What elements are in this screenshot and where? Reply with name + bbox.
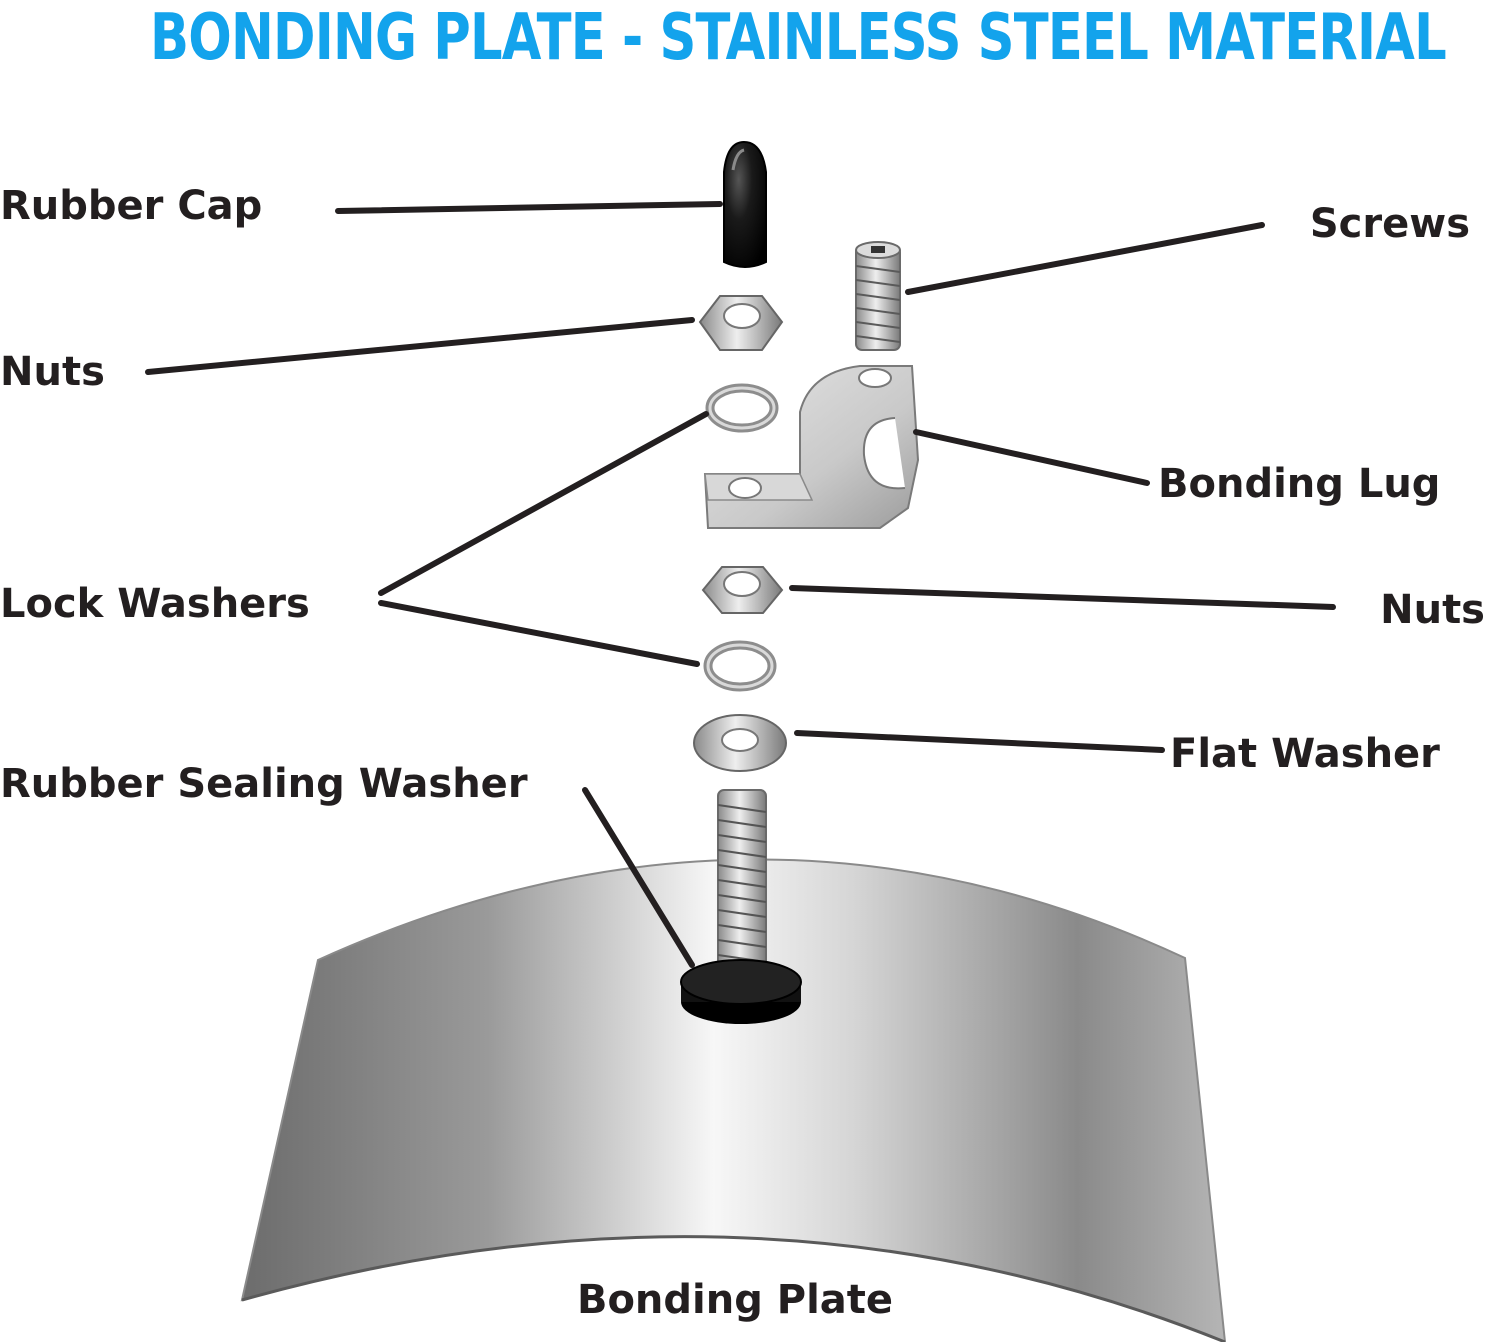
- leader-lock-washer-top: [378, 411, 709, 596]
- page-title: BONDING PLATE - STAINLESS STEEL MATERIAL: [150, 1, 1447, 75]
- threaded-stud: [717, 789, 767, 981]
- label-bonding-lug: Bonding Lug: [1158, 461, 1441, 507]
- label-flat-washer: Flat Washer: [1170, 731, 1440, 777]
- label-rubber-cap: Rubber Cap: [0, 183, 263, 229]
- bonding-lug-shape: [703, 365, 920, 529]
- leader-flat-washer: [794, 730, 1165, 753]
- leader-rubber-sealing-washer: [582, 787, 695, 968]
- label-lock-washers: Lock Washers: [0, 581, 310, 627]
- leader-lines: [145, 201, 1336, 968]
- leader-rubber-cap: [335, 201, 723, 214]
- leader-screws: [905, 222, 1265, 295]
- flat-washer-shape: [693, 714, 787, 772]
- leader-nuts-bottom: [789, 585, 1336, 610]
- rubber-cap-shape: [723, 140, 767, 268]
- bonding-plate-edge: [241, 1235, 1226, 1342]
- nut-top-shape: [698, 295, 784, 351]
- label-nuts-top: Nuts: [0, 349, 105, 395]
- leader-bonding-lug: [913, 429, 1150, 486]
- label-bonding-plate: Bonding Plate: [576, 1277, 894, 1323]
- label-screws: Screws: [1309, 201, 1470, 247]
- lock-washer-bottom-shape: [703, 640, 777, 692]
- label-nuts-bottom: Nuts: [1380, 587, 1485, 633]
- leader-lock-washer-bottom: [378, 600, 700, 667]
- nut-bottom-shape: [701, 566, 784, 614]
- lock-washer-top-shape: [705, 383, 779, 433]
- leader-nuts-top: [145, 317, 695, 375]
- set-screw-shape: [855, 241, 901, 351]
- label-rubber-sealing-washer: Rubber Sealing Washer: [0, 761, 528, 807]
- rubber-sealing-washer-shape: [680, 959, 802, 1024]
